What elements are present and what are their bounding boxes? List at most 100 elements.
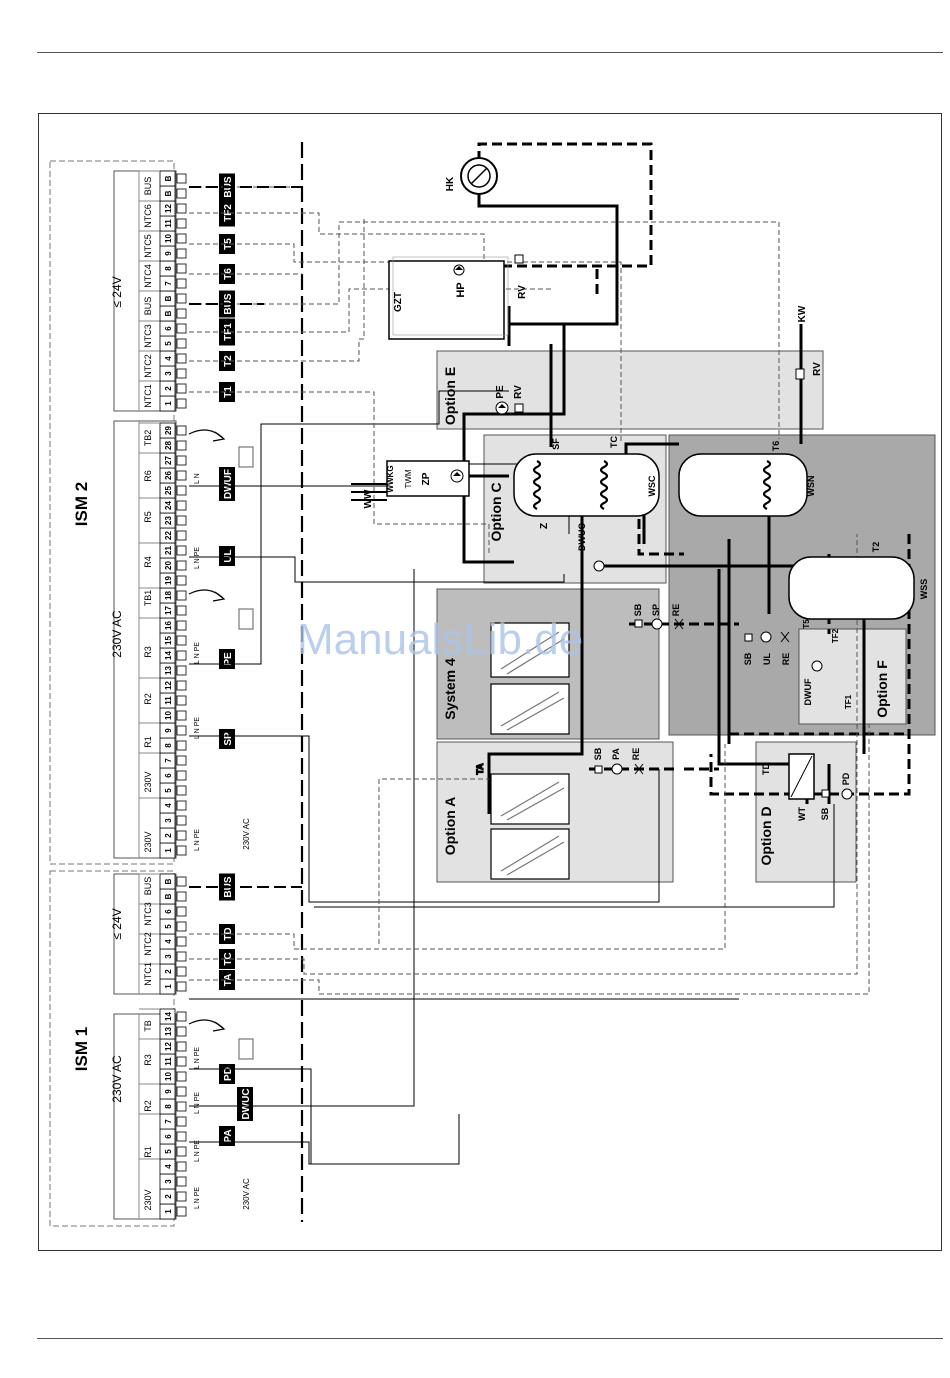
terminal-screw[interactable] [176,635,187,646]
terminal-screw[interactable] [176,876,187,887]
device-label: TF2 [219,199,235,227]
terminal-screw[interactable] [176,1191,187,1202]
terminal-screw[interactable] [176,1056,187,1067]
terminal: 7 [159,275,187,292]
signal-lines [189,390,835,1165]
terminal: 14 [159,647,187,664]
terminal-screw[interactable] [176,1101,187,1112]
terminal-screw[interactable] [176,323,187,334]
terminal: B [159,185,187,202]
terminal-screw[interactable] [176,485,187,496]
terminal-screw[interactable] [176,470,187,481]
ww-label: WW [363,489,374,508]
terminal-screw[interactable] [176,1146,187,1157]
terminal-screw[interactable] [176,891,187,902]
terminal-screw[interactable] [176,800,187,811]
group-label: R4 [143,556,153,568]
terminal-screw[interactable] [176,173,187,184]
terminal-screw[interactable] [176,1116,187,1127]
terminal-screw[interactable] [176,755,187,766]
device-label: TC [219,949,235,969]
terminal-screw[interactable] [176,545,187,556]
terminal-screw[interactable] [176,1041,187,1052]
group-label: 230V [143,1189,153,1210]
terminal-screw[interactable] [176,398,187,409]
terminal-screw[interactable] [176,936,187,947]
terminal-screw[interactable] [176,1011,187,1022]
terminal-screw[interactable] [176,906,187,917]
terminal-number: 17 [164,606,173,615]
terminal-screw[interactable] [176,1176,187,1187]
terminal-screw[interactable] [176,680,187,691]
pe-pump: PE RV [495,385,524,415]
terminal-screw[interactable] [176,815,187,826]
terminal-screw[interactable] [176,951,187,962]
terminal-screw[interactable] [176,308,187,319]
terminal-screw[interactable] [176,293,187,304]
terminal: 1 [159,842,187,859]
hydraulic-wiring-diagram: ISM 2 230V AC ≤ 24V ISM 1 230V AC ≤ 24V … [49,142,936,1227]
terminal-screw[interactable] [176,425,187,436]
terminal-screw[interactable] [176,560,187,571]
terminal-screw[interactable] [176,338,187,349]
terminal-screw[interactable] [176,203,187,214]
device-label: PA [219,1126,235,1146]
terminal-screw[interactable] [176,1086,187,1097]
wsc-tank: SF TC Z DWUC WSC [513,436,660,572]
terminal-number: 11 [164,696,173,705]
terminal-number: 1 [164,984,173,989]
terminal-screw[interactable] [176,830,187,841]
terminal-number: 1 [164,848,173,853]
terminal-screw[interactable] [176,620,187,631]
tc-label: TC [609,436,619,448]
terminal-screw[interactable] [176,845,187,856]
terminal-screw[interactable] [176,500,187,511]
system-4-label: System 4 [442,658,458,720]
bus-lines [189,186,302,888]
device-label-text: PE [223,652,234,666]
lnpe-label: L N PE [194,717,201,739]
terminal-screw[interactable] [176,383,187,394]
terminal: B [159,888,187,905]
terminal-number: 20 [164,561,173,570]
terminal-screw[interactable] [176,1206,187,1217]
terminal-screw[interactable] [176,981,187,992]
terminal-screw[interactable] [176,590,187,601]
terminal-screw[interactable] [176,353,187,364]
terminal-screw[interactable] [176,650,187,661]
terminal-screw[interactable] [176,263,187,274]
terminal-screw[interactable] [176,440,187,451]
terminal-screw[interactable] [176,1131,187,1142]
terminal-screw[interactable] [176,278,187,289]
terminal-screw[interactable] [176,695,187,706]
terminal-screw[interactable] [176,1161,187,1172]
terminal-screw[interactable] [176,233,187,244]
terminal-screw[interactable] [176,785,187,796]
terminal: 20 [159,557,187,574]
terminal: 24 [159,497,187,514]
terminal-screw[interactable] [176,368,187,379]
terminal: 6 [159,320,187,337]
terminal-screw[interactable] [176,1071,187,1082]
device-label: UL [219,546,235,566]
terminal-screw[interactable] [176,575,187,586]
terminal-screw[interactable] [176,921,187,932]
terminal-screw[interactable] [176,740,187,751]
terminal-screw[interactable] [176,248,187,259]
terminal-screw[interactable] [176,770,187,781]
terminal-screw[interactable] [176,710,187,721]
terminal-screw[interactable] [176,665,187,676]
terminal: 5 [159,1143,187,1160]
terminal-screw[interactable] [176,455,187,466]
terminal-screw[interactable] [176,218,187,229]
terminal-number: 11 [164,219,173,228]
sb-label: SB [593,747,603,760]
group-label: NTC5 [143,234,153,258]
terminal-screw[interactable] [176,530,187,541]
terminal-screw[interactable] [176,515,187,526]
terminal-screw[interactable] [176,966,187,977]
terminal-screw[interactable] [176,605,187,616]
terminal-screw[interactable] [176,1026,187,1037]
terminal-screw[interactable] [176,725,187,736]
terminal-screw[interactable] [176,188,187,199]
